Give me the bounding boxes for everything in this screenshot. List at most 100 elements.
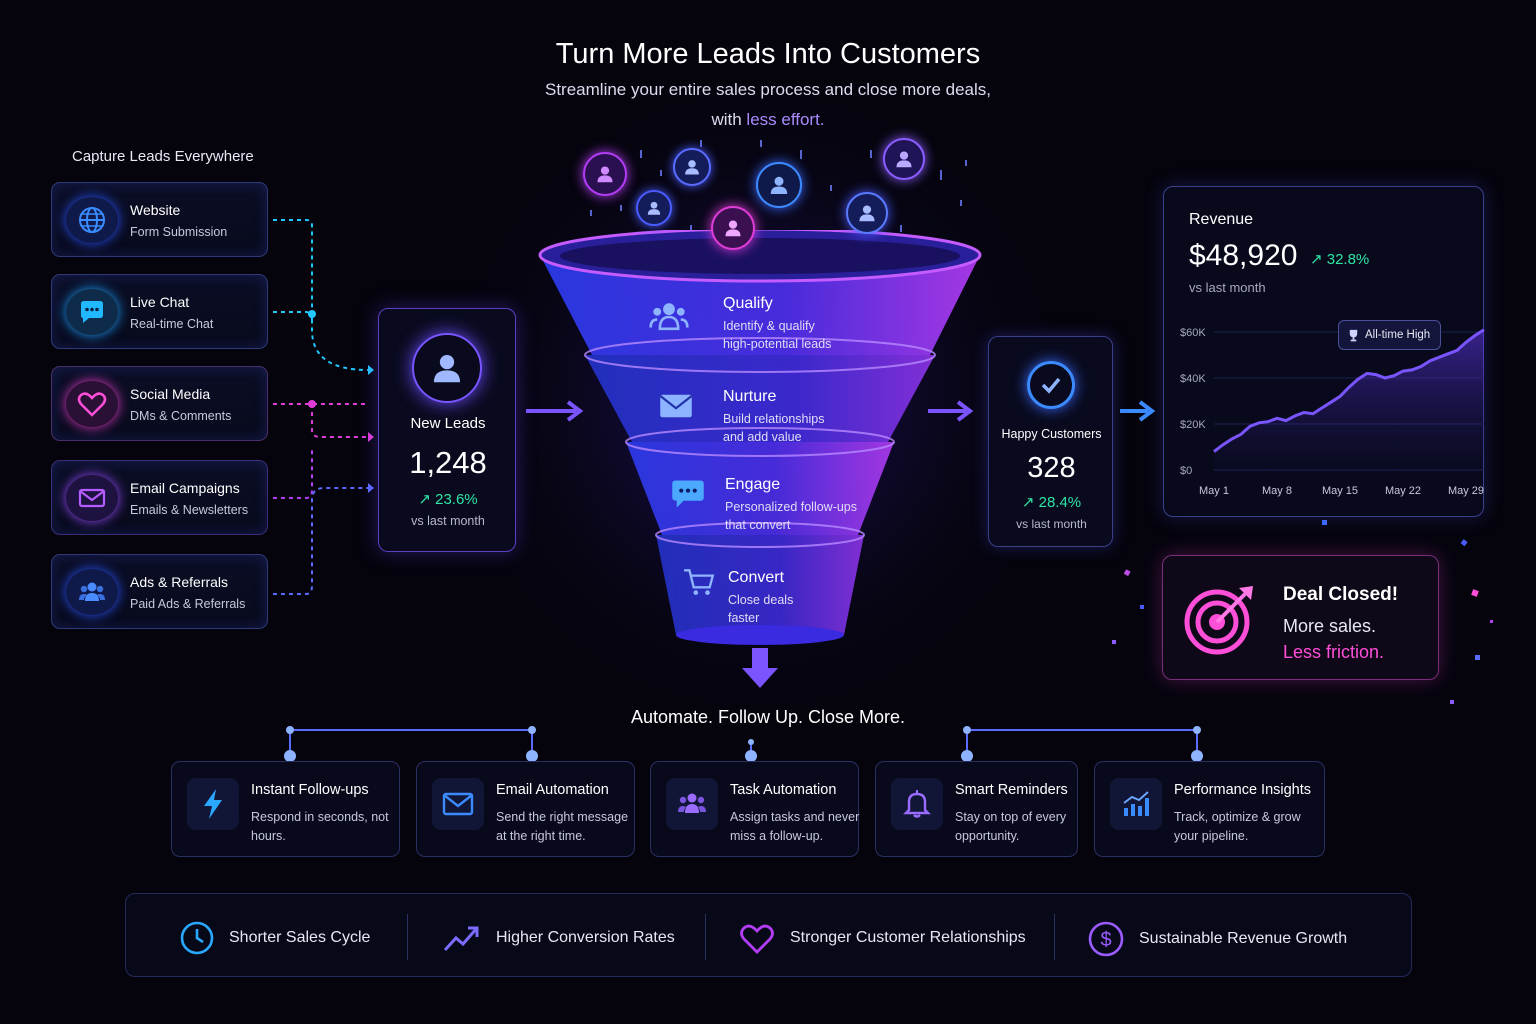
source-sub: Paid Ads & Referrals xyxy=(130,597,246,611)
stage-label: Qualify xyxy=(723,295,773,312)
new-leads-value: 1,248 xyxy=(409,445,487,480)
feature-desc: Send the right message at the right time… xyxy=(496,810,629,843)
benefit-label: Sustainable Revenue Growth xyxy=(1139,930,1348,947)
trophy-icon xyxy=(1349,329,1358,342)
arrow-right-icon xyxy=(928,400,974,422)
new-leads-compare: vs last month xyxy=(411,514,485,528)
chat-bubble-icon xyxy=(66,289,118,335)
user-icon xyxy=(583,152,627,196)
feature-title: Email Automation xyxy=(496,782,609,798)
source-live-chat[interactable]: Live Chat Real-time Chat xyxy=(51,274,268,349)
trend-up-icon xyxy=(443,926,479,952)
stage-desc-1: Close deals xyxy=(728,593,794,607)
source-sub: Form Submission xyxy=(130,225,228,239)
x-tick-label: May 1 xyxy=(1199,485,1229,497)
check-circle-icon xyxy=(1027,361,1075,409)
divider xyxy=(407,914,408,960)
page-subtitle-line2: with less effort. xyxy=(0,110,1536,130)
funnel-stage-nurture: Nurture Build relationships and add valu… xyxy=(723,388,824,446)
y-tick-label: $20K xyxy=(1180,419,1206,431)
feature-desc: Assign tasks and never miss a follow-up. xyxy=(730,810,860,843)
y-tick-label: $60K xyxy=(1180,327,1206,339)
target-icon xyxy=(1184,586,1253,655)
clock-icon xyxy=(180,921,214,955)
source-label: Social Media xyxy=(130,386,211,402)
x-tick-label: May 29 xyxy=(1448,485,1484,497)
source-sub: Real-time Chat xyxy=(130,317,214,331)
source-social-media[interactable]: Social Media DMs & Comments xyxy=(51,366,268,441)
user-icon xyxy=(636,190,672,226)
users-icon xyxy=(66,569,118,615)
feature-title: Performance Insights xyxy=(1174,782,1312,798)
automation-title: Automate. Follow Up. Close More. xyxy=(630,707,906,727)
stage-desc-1: Build relationships xyxy=(723,412,825,426)
user-icon xyxy=(673,148,711,186)
page-title: Turn More Leads Into Customers xyxy=(555,38,981,70)
revenue-area xyxy=(1214,329,1484,470)
deal-title: Deal Closed! xyxy=(1283,584,1399,605)
customers-value: 328 xyxy=(1027,452,1076,484)
feature-desc: Respond in seconds, not hours. xyxy=(251,810,389,843)
stage-desc-2: high-potential leads xyxy=(723,337,832,351)
chat-bubble-icon xyxy=(670,478,706,515)
stage-desc-2: faster xyxy=(728,611,760,625)
divider xyxy=(1054,914,1055,960)
benefit-label: Stronger Customer Relationships xyxy=(790,929,1026,946)
source-connectors xyxy=(273,219,374,595)
user-icon xyxy=(412,333,482,403)
envelope-icon xyxy=(658,392,694,425)
revenue-card: Revenue $48,920 ↗ 32.8% vs last month $6… xyxy=(1163,186,1485,517)
funnel-stage-qualify: Qualify Identify & qualify high-potentia… xyxy=(723,295,831,353)
benefit-label: Shorter Sales Cycle xyxy=(229,929,371,946)
benefit-label: Higher Conversion Rates xyxy=(496,929,675,946)
user-icon xyxy=(711,206,755,250)
source-email-campaigns[interactable]: Email Campaigns Emails & Newsletters xyxy=(51,460,268,535)
revenue-line xyxy=(1213,328,1485,453)
feature-task-automation[interactable]: Task Automation Assign tasks and never m… xyxy=(650,761,859,857)
benefit-stronger-relationships: Stronger Customer Relationships xyxy=(738,920,1026,956)
source-label: Ads & Referrals xyxy=(130,574,229,590)
feature-title: Instant Follow-ups xyxy=(251,782,369,798)
cart-icon xyxy=(682,566,716,603)
feature-performance-insights[interactable]: Performance Insights Track, optimize & g… xyxy=(1094,761,1325,857)
source-label: Email Campaigns xyxy=(130,480,240,496)
feature-desc: Stay on top of every opportunity. xyxy=(955,810,1067,843)
all-time-high-badge: All-time High xyxy=(1338,320,1442,350)
subtitle-prefix: with xyxy=(711,110,742,129)
source-website[interactable]: Website Form Submission xyxy=(51,182,268,257)
customers-compare: vs last month xyxy=(1016,517,1087,531)
customers-change: ↗ 28.4% xyxy=(1021,494,1082,511)
users-icon xyxy=(666,778,718,830)
deal-line1: More sales. xyxy=(1283,616,1377,636)
feature-email-automation[interactable]: Email Automation Send the right message … xyxy=(416,761,635,857)
funnel-stage-convert: Convert Close deals faster xyxy=(728,569,793,627)
stage-label: Convert xyxy=(728,569,785,586)
source-ads-referrals[interactable]: Ads & Referrals Paid Ads & Referrals xyxy=(51,554,268,629)
heart-icon xyxy=(66,381,118,427)
new-leads-label: New Leads xyxy=(410,415,486,432)
happy-customers-card: Happy Customers 328 ↗ 28.4% vs last mont… xyxy=(988,336,1113,547)
benefit-shorter-sales-cycle: Shorter Sales Cycle xyxy=(179,920,370,956)
bar-chart-icon xyxy=(1110,778,1162,830)
deal-closed-card: Deal Closed! More sales. Less friction. xyxy=(1162,555,1439,680)
arrow-right-icon xyxy=(526,400,584,422)
feature-instant-follow-ups[interactable]: Instant Follow-ups Respond in seconds, n… xyxy=(171,761,400,857)
feature-smart-reminders[interactable]: Smart Reminders Stay on top of every opp… xyxy=(875,761,1078,857)
customers-label: Happy Customers xyxy=(1001,427,1102,441)
deal-line2: Less friction. xyxy=(1283,642,1385,662)
stage-label: Nurture xyxy=(723,388,777,405)
user-icon xyxy=(883,138,925,180)
source-label: Website xyxy=(130,202,181,218)
y-tick-label: $0 xyxy=(1180,465,1192,477)
automation-connectors xyxy=(284,726,1203,762)
subtitle-highlight: less effort. xyxy=(746,110,825,129)
x-tick-label: May 22 xyxy=(1385,485,1421,497)
x-tick-label: May 15 xyxy=(1322,485,1358,497)
feature-title: Task Automation xyxy=(730,782,837,798)
y-tick-label: $40K xyxy=(1180,373,1206,385)
user-icon xyxy=(846,192,888,234)
revenue-compare: vs last month xyxy=(1189,280,1266,295)
feature-desc: Track, optimize & grow your pipeline. xyxy=(1174,810,1301,843)
globe-icon xyxy=(66,197,118,243)
